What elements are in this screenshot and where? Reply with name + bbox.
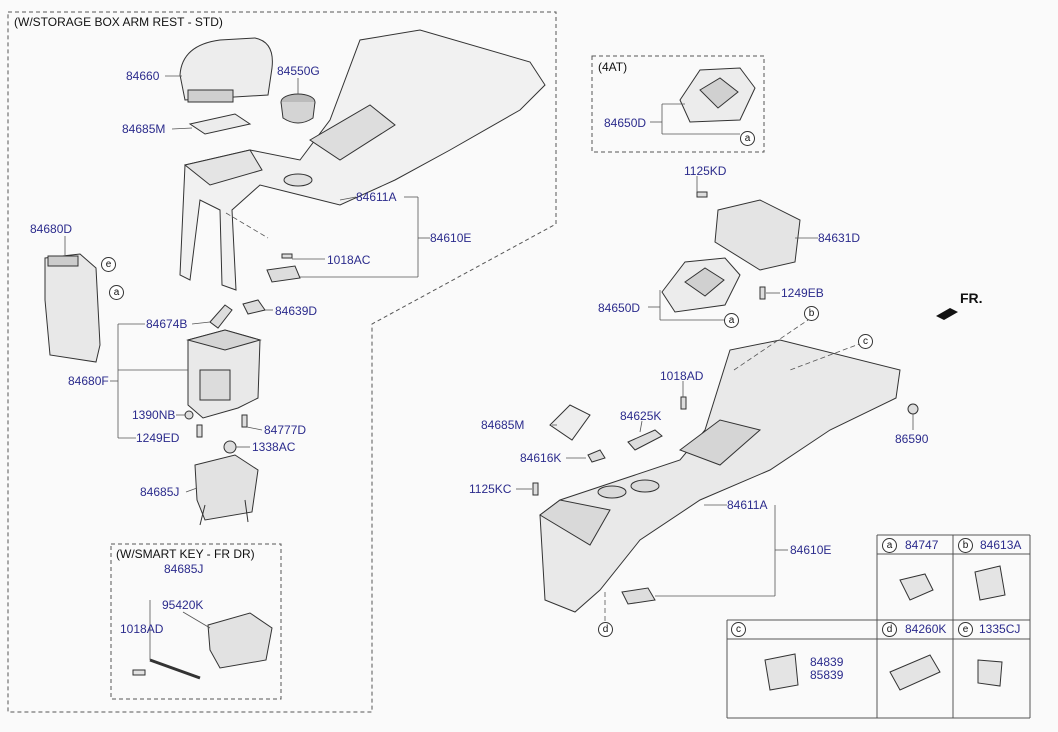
part-label[interactable]: 84777D	[264, 423, 307, 437]
smart-key-bracket	[132, 612, 273, 680]
part-label[interactable]: 84625K	[620, 409, 662, 423]
part-label[interactable]: 86590	[895, 432, 929, 446]
legend-callout-b: b	[958, 538, 973, 553]
legend-code-e: 1335CJ	[979, 622, 1021, 636]
part-label[interactable]: 84650D	[598, 301, 641, 315]
callout-e: e	[101, 257, 116, 272]
smart-key-section-border	[110, 543, 282, 700]
callout-c: c	[858, 334, 873, 349]
part-label[interactable]: 95420K	[162, 598, 204, 612]
part-label[interactable]: 84685M	[122, 122, 166, 136]
part-label[interactable]: 84650D	[604, 116, 647, 130]
legend-callout-c: c	[731, 622, 746, 637]
legend-table	[726, 534, 1031, 719]
part-label[interactable]: 1018AC	[327, 253, 371, 267]
at4-section-title: (4AT)	[598, 60, 628, 74]
trim-84625k	[627, 429, 663, 451]
part-label[interactable]: 1125KD	[684, 164, 727, 178]
left-fasteners	[184, 253, 301, 454]
part-label[interactable]: 84680D	[30, 222, 73, 236]
bracket-84611a-right	[621, 587, 656, 605]
part-label[interactable]: 84550G	[277, 64, 320, 78]
callout-b: b	[804, 306, 819, 321]
part-label[interactable]: 84660	[126, 69, 160, 83]
legend-callout-e: e	[958, 622, 973, 637]
part-label[interactable]: 1018AD	[120, 622, 164, 636]
part-label[interactable]: 84680F	[68, 374, 109, 388]
armrest-lid	[179, 37, 273, 103]
bracket-84685j	[194, 454, 259, 526]
clip-84616k	[587, 449, 606, 463]
front-arrow-icon	[936, 308, 958, 320]
pad-84674b	[209, 304, 233, 329]
part-label[interactable]: 84611A	[727, 498, 768, 512]
callout-a: a	[109, 285, 124, 300]
legend-code-c1: 84839	[810, 655, 844, 669]
shift-bezel-upper	[679, 67, 756, 123]
front-direction-label: FR.	[960, 290, 983, 306]
console-upper-left	[179, 29, 546, 291]
side-trim-panel	[44, 253, 101, 363]
part-label[interactable]: 1018AD	[660, 369, 704, 383]
legend-code-d: 84260K	[905, 622, 947, 636]
part-label[interactable]: 1125KC	[469, 482, 512, 496]
part-label[interactable]: 1249ED	[136, 431, 180, 445]
legend-code-c2: 85839	[810, 668, 844, 682]
console-mat-right	[549, 404, 591, 441]
shift-bezel-lower	[661, 257, 741, 313]
callout-d: d	[598, 622, 613, 637]
callout-a: a	[740, 131, 755, 146]
storage-box-section-border	[7, 11, 557, 713]
console-mat-left	[188, 113, 252, 135]
legend-part-drawings	[764, 565, 1006, 691]
callout-a: a	[724, 313, 739, 328]
at4-section-border	[591, 55, 765, 153]
legend-code-b: 84613A	[980, 538, 1022, 552]
part-label[interactable]: 1338AC	[252, 440, 296, 454]
console-main-right	[539, 339, 901, 613]
part-label[interactable]: 84685J	[164, 562, 204, 576]
part-label[interactable]: 84610E	[430, 231, 472, 245]
part-label[interactable]: 84674B	[146, 317, 188, 331]
bracket-84631d	[714, 199, 801, 271]
legend-callout-a: a	[882, 538, 897, 553]
part-label[interactable]: 84610E	[790, 543, 832, 557]
part-label[interactable]: 84616K	[520, 451, 562, 465]
part-label[interactable]: 1249EB	[781, 286, 824, 300]
part-label[interactable]: 84685M	[481, 418, 525, 432]
part-label[interactable]: 84611A	[356, 190, 397, 204]
storage-box-housing	[186, 329, 262, 419]
legend-code-a: 84747	[905, 538, 939, 552]
part-label[interactable]: 84639D	[275, 304, 318, 318]
smart-key-section-title: (W/SMART KEY - FR DR)	[116, 547, 255, 561]
part-label[interactable]: 1390NB	[132, 408, 176, 422]
legend-callout-d: d	[882, 622, 897, 637]
cup-holder-insert	[280, 93, 316, 124]
part-label[interactable]: 84685J	[140, 485, 180, 499]
storage-box-section-title: (W/STORAGE BOX ARM REST - STD)	[14, 15, 223, 29]
part-label[interactable]: 84631D	[818, 231, 861, 245]
clip-84639d	[242, 299, 266, 315]
